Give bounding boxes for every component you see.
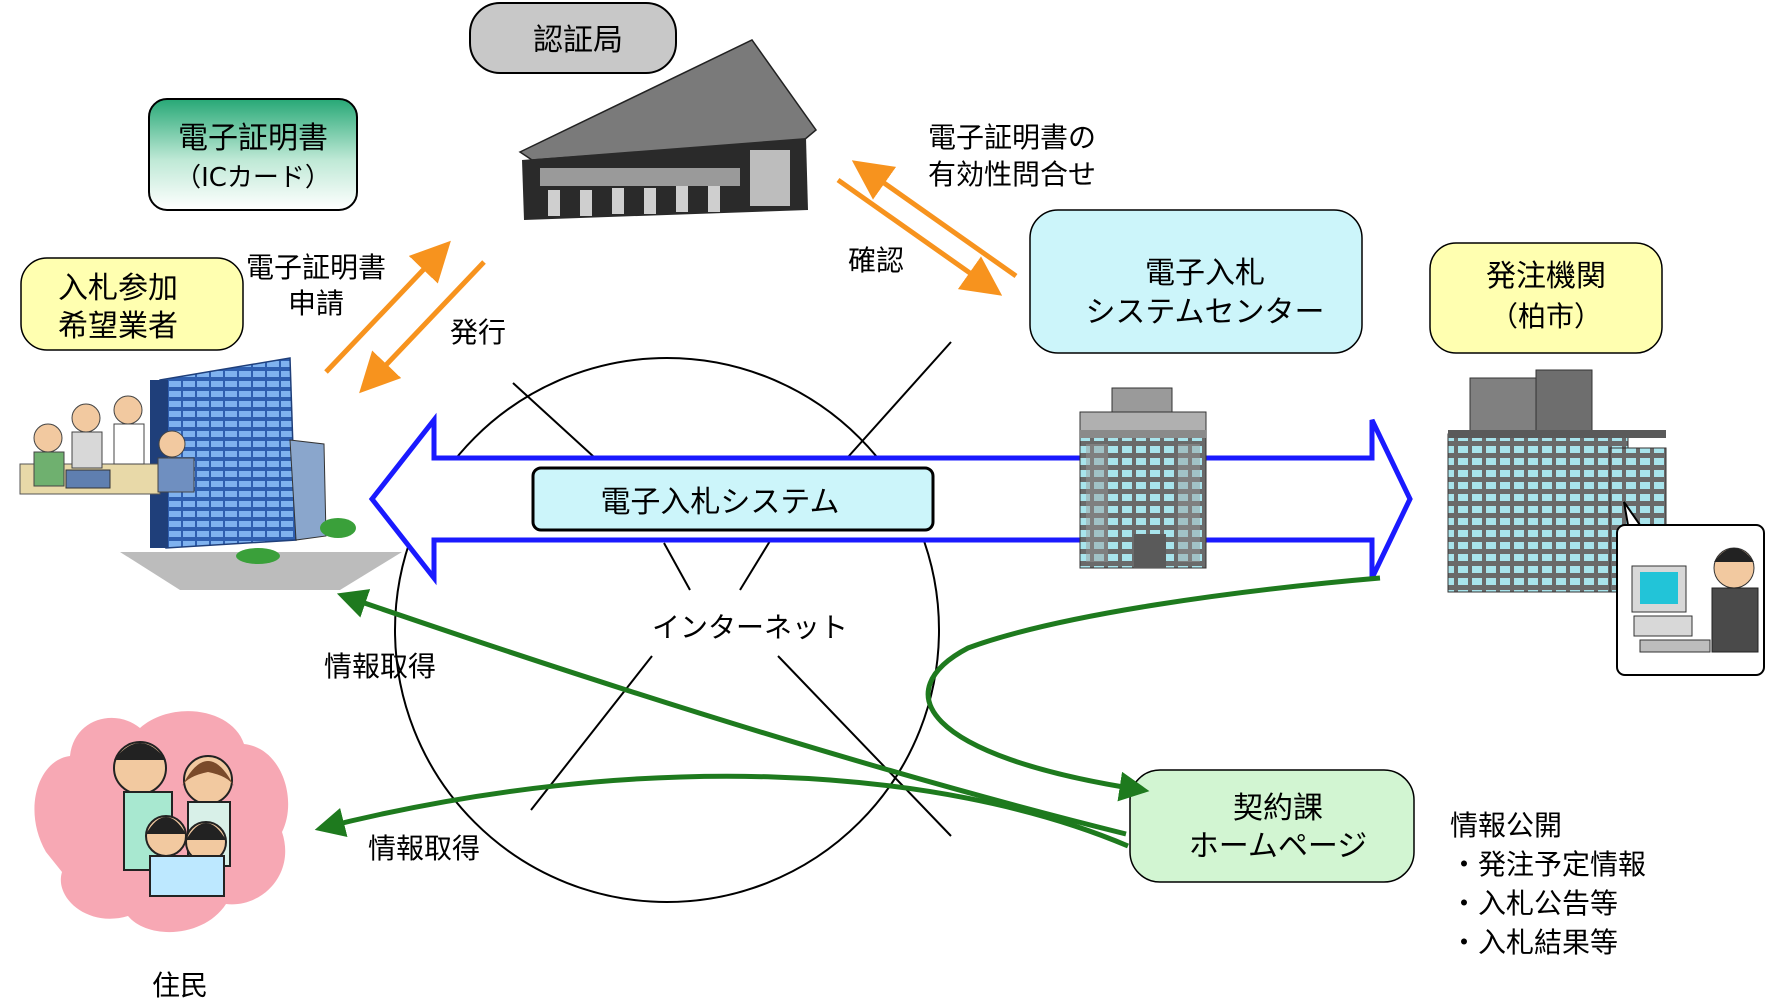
label-issue: 発行 <box>450 316 506 349</box>
label-homepage-line2: ホームページ <box>1189 829 1368 864</box>
certificate-box <box>148 98 358 211</box>
arrow-agency-to-homepage <box>925 575 1381 802</box>
label-center-line2: システムセンター <box>1085 295 1324 330</box>
label-cert-request-line1: 電子証明書 <box>246 251 386 284</box>
arrow-homepage-to-residents <box>314 773 1129 849</box>
certification-authority-box <box>469 2 677 74</box>
label-internet: インターネット <box>652 611 848 644</box>
system-label-box <box>531 466 935 532</box>
label-homepage-line1: 契約課 <box>1233 791 1323 826</box>
label-disclosure-item-1: ・発注予定情報 <box>1450 848 1646 881</box>
agency-box <box>1429 242 1663 354</box>
homepage-box <box>1129 769 1415 883</box>
label-info-get-bidder: 情報取得 <box>324 650 436 683</box>
arrow-confirm <box>836 177 1003 296</box>
bidder-office-icon <box>19 357 402 590</box>
label-info-get-resident: 情報取得 <box>368 832 480 865</box>
label-certification-authority: 認証局 <box>533 23 623 58</box>
label-cert-request-line2: 申請 <box>288 287 344 320</box>
label-agency-line2: （柏市） <box>1490 300 1602 333</box>
certification-authority-building-icon <box>518 39 818 220</box>
system-center-building-icon <box>1079 387 1207 569</box>
computer-user-icon <box>1616 501 1765 676</box>
arrow-cert-request <box>324 240 451 374</box>
label-bidder-line1: 入札参加 <box>58 271 178 306</box>
label-validity-line2: 有効性問合せ <box>928 158 1096 191</box>
label-center-line1: 電子入札 <box>1145 256 1265 291</box>
label-validity-line1: 電子証明書の <box>928 121 1096 154</box>
system-center-box <box>1029 209 1363 354</box>
label-residents: 住民 <box>152 969 208 1002</box>
arrow-homepage-to-bidder <box>336 589 1127 837</box>
arrow-cert-issue <box>359 260 486 394</box>
label-system: 電子入札システム <box>600 485 839 520</box>
bidder-box <box>20 257 244 351</box>
residents-family-icon <box>34 711 289 933</box>
label-bidder-line2: 希望業者 <box>58 309 178 344</box>
label-disclosure-title: 情報公開 <box>1450 809 1562 842</box>
label-certificate-line1: 電子証明書 <box>178 121 328 156</box>
label-confirm: 確認 <box>848 244 904 277</box>
label-agency-line1: 発注機関 <box>1486 259 1606 294</box>
label-disclosure-item-3: ・入札結果等 <box>1450 926 1618 959</box>
label-disclosure-item-2: ・入札公告等 <box>1450 887 1618 920</box>
label-certificate-line2: （ICカード） <box>175 163 331 193</box>
